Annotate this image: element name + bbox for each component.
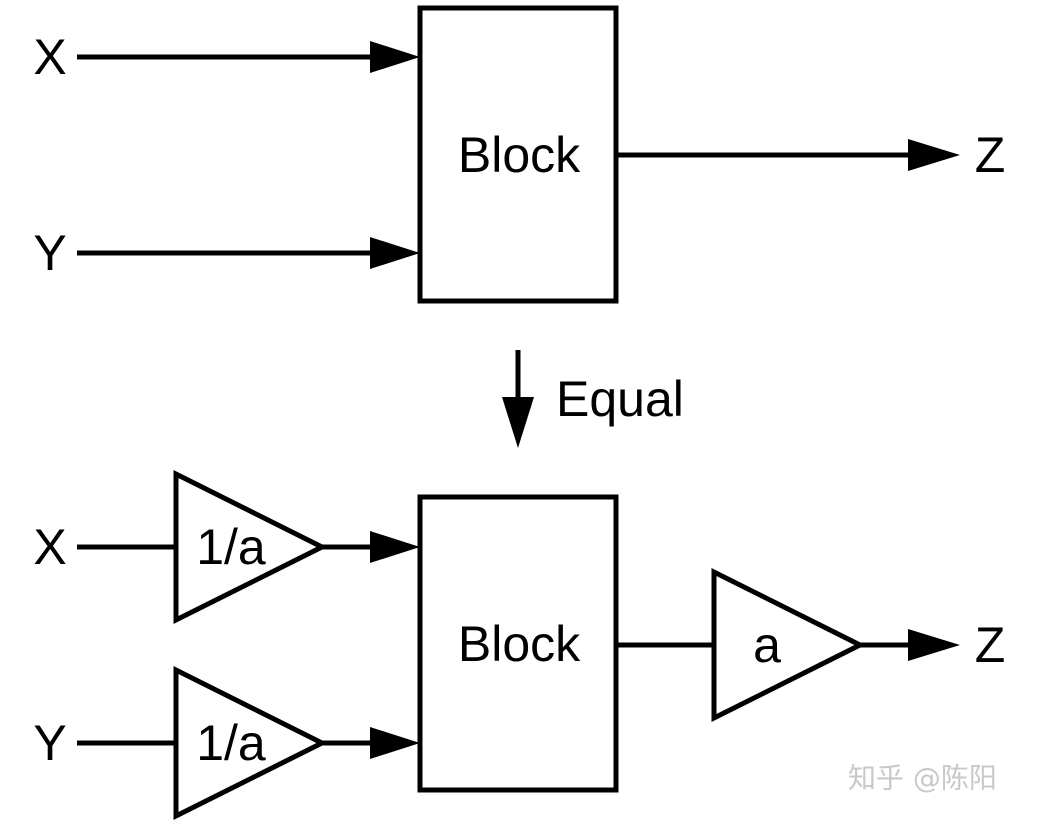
arrow-head: [908, 629, 960, 661]
arrow-head: [370, 237, 420, 269]
arrow-head: [908, 139, 960, 171]
top-input-x-label: X: [33, 29, 66, 85]
arrow-head: [370, 531, 420, 563]
bottom-diagram: X 1/a Y 1/a Block a Z: [33, 469, 1006, 821]
arrow-head: [370, 41, 420, 73]
equal-label: Equal: [556, 371, 684, 427]
top-block-label: Block: [458, 127, 581, 183]
top-output-z-label: Z: [975, 127, 1006, 183]
gain-y-label: 1/a: [196, 715, 266, 771]
down-arrow-icon: [502, 397, 534, 448]
top-input-y-label: Y: [33, 225, 66, 281]
gain-x-triangle: [173, 469, 328, 625]
equal-transition: Equal: [502, 350, 684, 448]
top-diagram: X Y Block Z: [33, 5, 1006, 304]
bottom-input-y-label: Y: [33, 715, 66, 771]
gain-out-label: a: [753, 617, 781, 673]
gain-x-label: 1/a: [196, 519, 266, 575]
bottom-output-z-label: Z: [975, 617, 1006, 673]
gain-out-triangle: [711, 567, 866, 723]
bottom-block-label: Block: [458, 616, 581, 672]
gain-y-triangle: [173, 665, 328, 821]
bottom-input-x-label: X: [33, 519, 66, 575]
arrow-head: [370, 727, 420, 759]
watermark: 知乎 @陈阳: [848, 762, 997, 795]
